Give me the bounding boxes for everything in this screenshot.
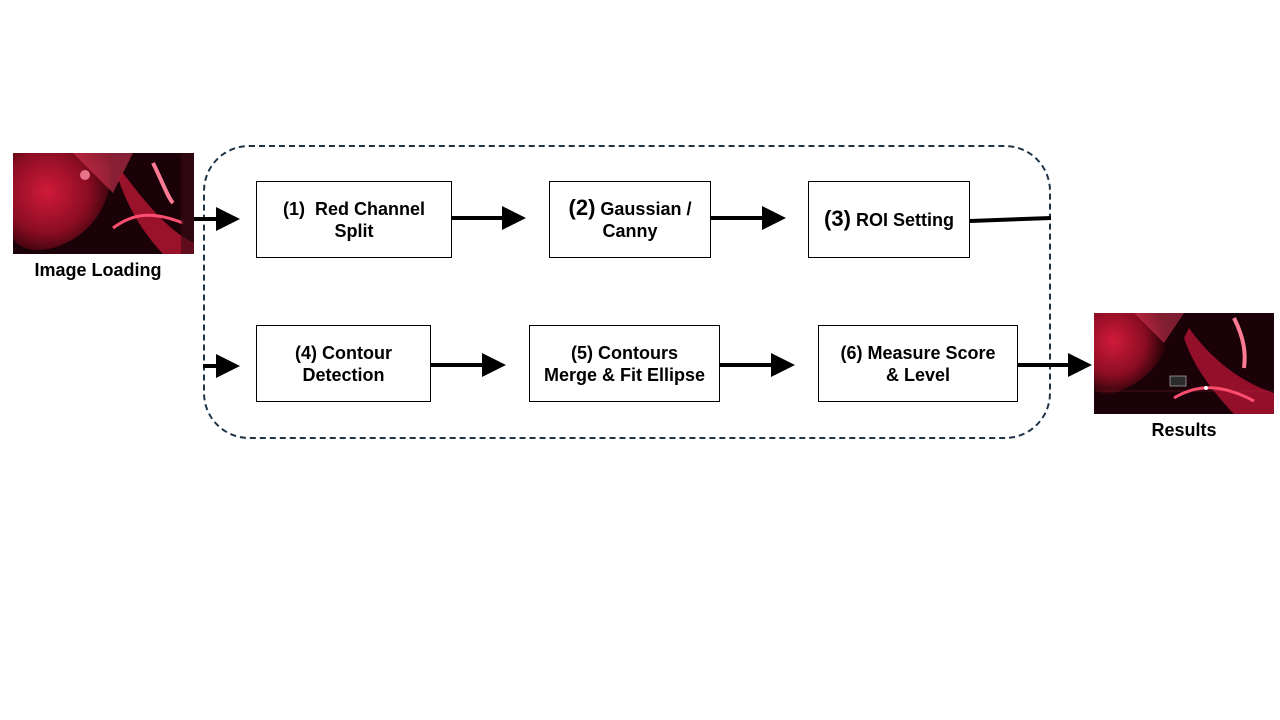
- step-5-number: (5): [570, 342, 593, 363]
- step-6-number: (6): [840, 342, 863, 363]
- result-image: [1094, 313, 1274, 414]
- step-1-line1: (1) Red Channel: [283, 198, 425, 220]
- step-6-line2: & Level: [885, 364, 951, 385]
- step-4-line2: Detection: [302, 364, 385, 385]
- processing-frame: [203, 145, 1051, 439]
- step-5-contours-merge: (5) Contours Merge & Fit Ellipse: [529, 325, 720, 402]
- step-6-title: Measure Score: [867, 342, 996, 363]
- output-caption: Results: [1151, 420, 1217, 440]
- step-1-title: Red Channel: [315, 198, 426, 219]
- step-5-line2: Merge & Fit Ellipse: [543, 364, 706, 385]
- step-5-title: Contours: [598, 342, 678, 363]
- step-3-roi-setting: (3) ROI Setting: [808, 181, 970, 258]
- step-3-line1: (3) ROI Setting: [824, 208, 954, 231]
- step-6-measure-score: (6) Measure Score & Level: [818, 325, 1018, 402]
- step-4-title: Contour: [322, 342, 392, 363]
- step-3-number: (3): [824, 206, 851, 231]
- input-image: [13, 153, 194, 254]
- step-2-gaussian-canny: (2) Gaussian / Canny: [549, 181, 711, 258]
- step-4-line1: (4) Contour: [295, 342, 392, 364]
- step-2-title: Gaussian /: [600, 199, 692, 219]
- step-2-number: (2): [568, 195, 596, 220]
- step-1-line2: Split: [334, 220, 374, 241]
- step-1-number: (1): [282, 198, 305, 219]
- step-1-red-channel-split: (1) Red Channel Split: [256, 181, 452, 258]
- step-3-title: ROI Setting: [855, 210, 954, 230]
- input-caption: Image Loading: [34, 260, 162, 280]
- step-2-line1: (2) Gaussian /: [569, 197, 692, 220]
- step-4-number: (4): [295, 342, 317, 363]
- step-6-line1: (6) Measure Score: [840, 342, 995, 364]
- line-step3-to-frame: [969, 216, 1052, 223]
- step-5-line1: (5) Contours: [571, 342, 678, 364]
- step-2-line2: Canny: [602, 221, 658, 241]
- step-4-contour-detection: (4) Contour Detection: [256, 325, 431, 402]
